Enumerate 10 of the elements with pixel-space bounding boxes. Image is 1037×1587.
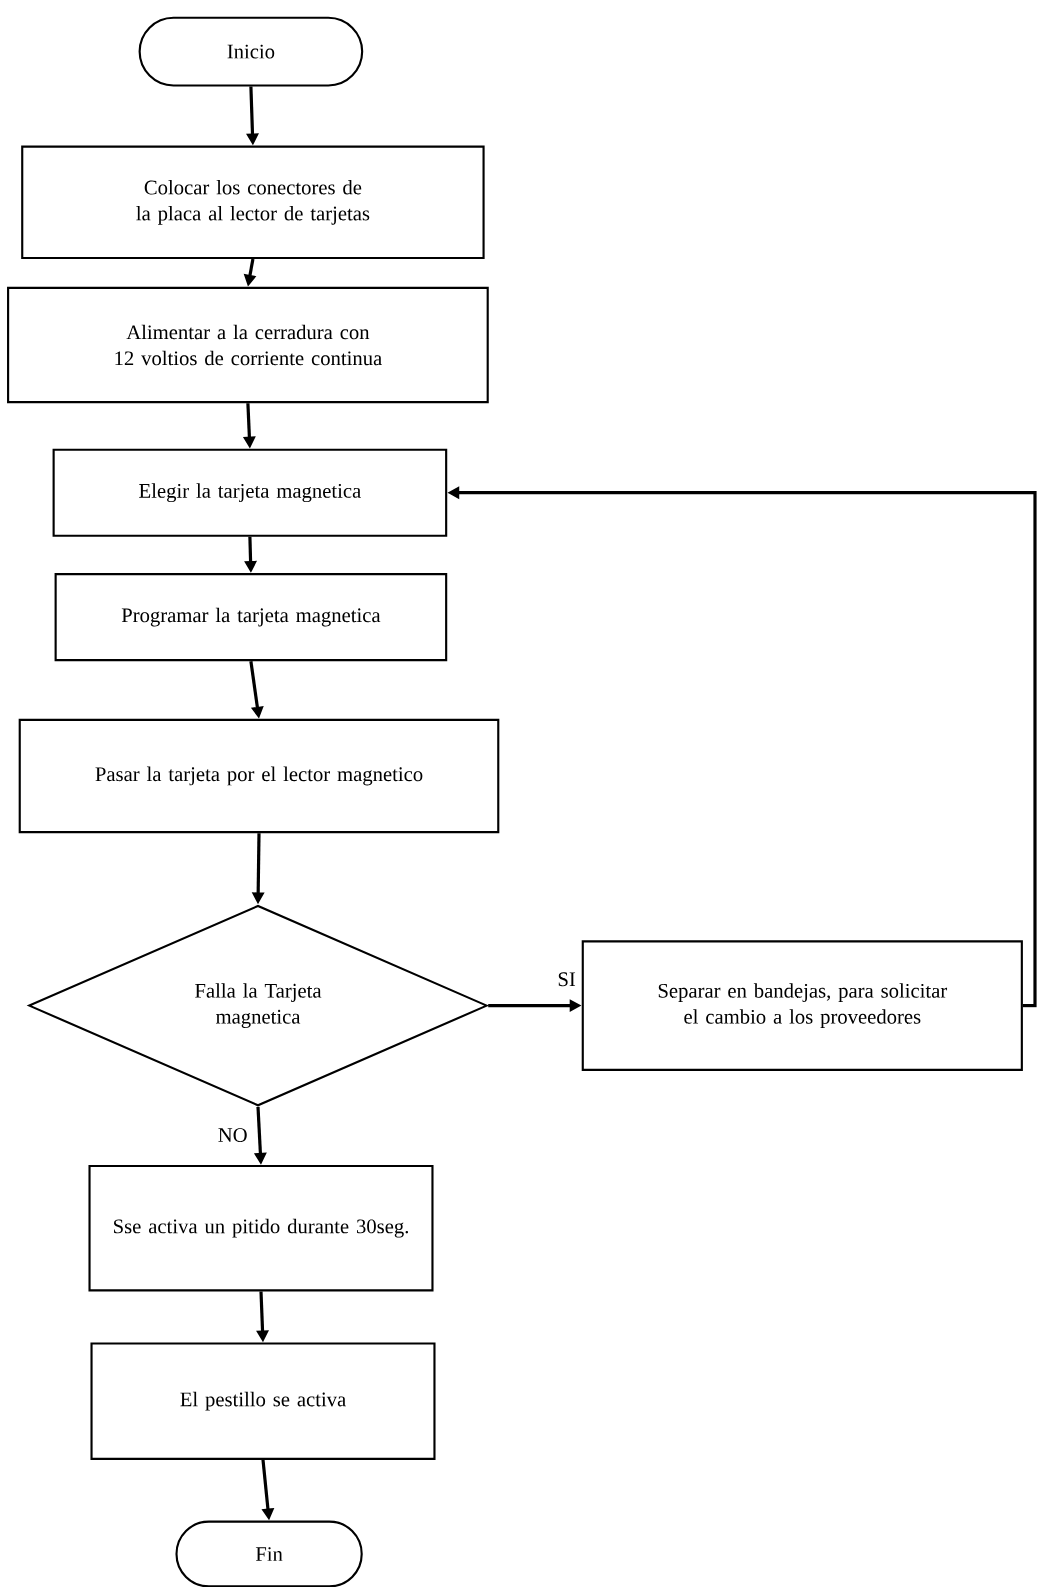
process-box: Pasar la tarjeta por el lector magnetico [18,718,500,834]
process-box: Colocar los conectores de la placa al lector de tarjetas [21,145,485,260]
process-box: El pestillo se activa [90,1342,436,1460]
edge-label: SI [556,971,578,988]
process-box: Sse activa un pitido durante 30seg. [88,1164,434,1292]
process-box: Elegir la tarjeta magnetica [52,448,448,537]
process-box: Programar la tarjeta magnetica [54,573,448,662]
process-box: Separar en bandejas, para solicitar el cambio a los proveedores [581,940,1023,1071]
edge-label: NO [216,1126,249,1144]
process-box: Alimentar a la cerradura con 12 voltios de corriente continua [7,286,489,404]
